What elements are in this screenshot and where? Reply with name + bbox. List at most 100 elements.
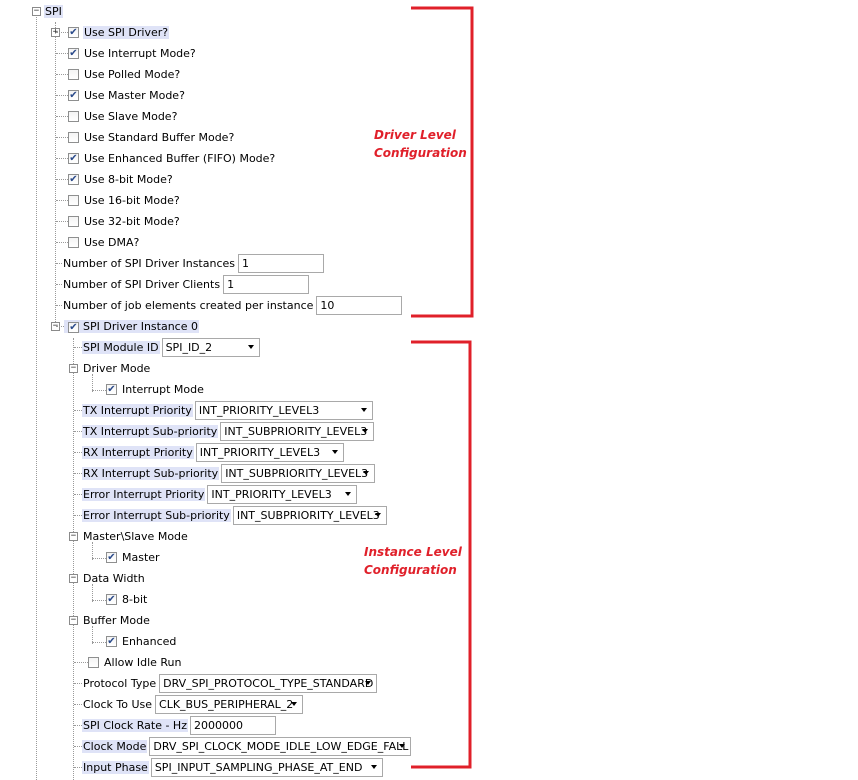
option-label: Enhanced bbox=[122, 635, 177, 648]
checkbox[interactable] bbox=[88, 657, 99, 668]
collapse-icon[interactable]: − bbox=[69, 531, 78, 541]
tree-guide bbox=[55, 22, 56, 322]
field-error-subpriority: Error Interrupt Sub-priority INT_SUBPRIO… bbox=[82, 505, 387, 526]
field-num-driver-instances: Number of SPI Driver Instances 1 bbox=[62, 253, 325, 274]
option-use-master-mode[interactable]: ✔ Use Master Mode? bbox=[68, 85, 186, 106]
node-label: Buffer Mode bbox=[83, 614, 150, 627]
field-label: Number of SPI Driver Instances bbox=[63, 257, 236, 270]
option-master[interactable]: ✔ Master bbox=[106, 547, 161, 568]
option-label: 8-bit bbox=[122, 593, 148, 606]
error-subpriority-select[interactable]: INT_SUBPRIORITY_LEVEL3 bbox=[232, 506, 387, 525]
option-label: Use Polled Mode? bbox=[84, 68, 181, 81]
option-use-interrupt-mode[interactable]: ✔ Use Interrupt Mode? bbox=[68, 43, 197, 64]
checkbox[interactable] bbox=[68, 195, 79, 206]
field-clock-mode: Clock Mode DRV_SPI_CLOCK_MODE_IDLE_LOW_E… bbox=[82, 736, 412, 757]
option-use-16bit[interactable]: Use 16-bit Mode? bbox=[68, 190, 181, 211]
option-use-polled-mode[interactable]: Use Polled Mode? bbox=[68, 64, 181, 85]
error-priority-select[interactable]: INT_PRIORITY_LEVEL3 bbox=[207, 485, 358, 504]
tree-node-instance-0[interactable]: ✔SPI Driver Instance 0 bbox=[64, 316, 199, 337]
num-job-elements-input[interactable]: 10 bbox=[316, 296, 403, 315]
option-label: Use Enhanced Buffer (FIFO) Mode? bbox=[84, 152, 276, 165]
checkbox[interactable] bbox=[68, 132, 79, 143]
checkbox[interactable] bbox=[68, 237, 79, 248]
num-instances-input[interactable]: 1 bbox=[238, 254, 325, 273]
option-label: Use DMA? bbox=[84, 236, 140, 249]
option-8bit[interactable]: ✔ 8-bit bbox=[106, 589, 148, 610]
option-label: Use 32-bit Mode? bbox=[84, 215, 180, 228]
field-num-driver-clients: Number of SPI Driver Clients 1 bbox=[62, 274, 310, 295]
collapse-icon[interactable]: − bbox=[69, 363, 78, 373]
field-label: Input Phase bbox=[82, 761, 149, 774]
tree-node-spi[interactable]: SPI bbox=[44, 1, 63, 22]
option-allow-idle-run[interactable]: Allow Idle Run bbox=[88, 652, 183, 673]
option-use-32bit[interactable]: Use 32-bit Mode? bbox=[68, 211, 181, 232]
chevron-down-icon bbox=[365, 681, 372, 685]
option-use-8bit[interactable]: ✔ Use 8-bit Mode? bbox=[68, 169, 174, 190]
checkbox[interactable]: ✔ bbox=[68, 26, 79, 38]
spi-module-id-select[interactable]: SPI_ID_2 bbox=[161, 338, 260, 357]
checkbox[interactable] bbox=[68, 216, 79, 227]
option-label: Interrupt Mode bbox=[122, 383, 204, 396]
option-use-slave-mode[interactable]: Use Slave Mode? bbox=[68, 106, 178, 127]
field-num-job-elements: Number of job elements created per insta… bbox=[62, 295, 403, 316]
checkbox[interactable]: ✔ bbox=[106, 551, 117, 563]
rx-subpriority-select[interactable]: INT_SUBPRIORITY_LEVEL3 bbox=[221, 464, 376, 483]
field-input-phase: Input Phase SPI_INPUT_SAMPLING_PHASE_AT_… bbox=[82, 757, 383, 778]
protocol-type-select[interactable]: DRV_SPI_PROTOCOL_TYPE_STANDARD bbox=[159, 674, 378, 693]
clock-rate-input[interactable]: 2000000 bbox=[189, 716, 276, 735]
chevron-down-icon bbox=[291, 702, 298, 706]
checkbox[interactable] bbox=[68, 69, 79, 80]
field-label: Error Interrupt Sub-priority bbox=[82, 509, 231, 522]
tree-node-data-width[interactable]: Data Width bbox=[82, 568, 146, 589]
field-tx-subpriority: TX Interrupt Sub-priority INT_SUBPRIORIT… bbox=[82, 421, 375, 442]
chevron-down-icon bbox=[331, 450, 338, 454]
field-spi-clock-rate: SPI Clock Rate - Hz 2000000 bbox=[82, 715, 276, 736]
option-use-spi-driver[interactable]: ✔ Use SPI Driver? bbox=[68, 22, 170, 43]
option-enhanced[interactable]: ✔ Enhanced bbox=[106, 631, 177, 652]
collapse-icon[interactable]: − bbox=[69, 573, 78, 583]
clock-mode-select[interactable]: DRV_SPI_CLOCK_MODE_IDLE_LOW_EDGE_FALL bbox=[149, 737, 412, 756]
rx-priority-select[interactable]: INT_PRIORITY_LEVEL3 bbox=[195, 443, 344, 462]
field-label: Clock To Use bbox=[83, 698, 153, 711]
node-label: Master\Slave Mode bbox=[83, 530, 188, 543]
checkbox[interactable]: ✔ bbox=[68, 321, 79, 334]
tx-subpriority-select[interactable]: INT_SUBPRIORITY_LEVEL3 bbox=[220, 422, 375, 441]
num-clients-input[interactable]: 1 bbox=[223, 275, 310, 294]
option-label: Allow Idle Run bbox=[104, 656, 182, 669]
clock-to-use-select[interactable]: CLK_BUS_PERIPHERAL_2 bbox=[155, 695, 304, 714]
collapse-icon[interactable]: − bbox=[32, 6, 41, 16]
checkbox[interactable]: ✔ bbox=[68, 152, 79, 164]
field-label: Number of job elements created per insta… bbox=[63, 299, 314, 312]
tree-node-buffer-mode[interactable]: Buffer Mode bbox=[82, 610, 151, 631]
checkbox[interactable]: ✔ bbox=[68, 173, 79, 185]
option-use-dma[interactable]: Use DMA? bbox=[68, 232, 140, 253]
checkbox[interactable]: ✔ bbox=[106, 383, 117, 395]
tree-node-master-slave-mode[interactable]: Master\Slave Mode bbox=[82, 526, 189, 547]
checkbox[interactable]: ✔ bbox=[106, 635, 117, 647]
checkbox[interactable]: ✔ bbox=[68, 89, 79, 101]
option-interrupt-mode[interactable]: ✔ Interrupt Mode bbox=[106, 379, 205, 400]
chevron-down-icon bbox=[399, 744, 406, 748]
tree-guide bbox=[92, 584, 93, 602]
collapse-icon[interactable]: − bbox=[69, 615, 78, 625]
tree-node-driver-mode[interactable]: Driver Mode bbox=[82, 358, 151, 379]
option-label: Use 8-bit Mode? bbox=[84, 173, 173, 186]
field-label: Clock Mode bbox=[82, 740, 148, 753]
checkbox[interactable] bbox=[68, 111, 79, 122]
field-label: SPI Clock Rate - Hz bbox=[82, 719, 188, 732]
driver-level-bracket bbox=[411, 6, 474, 318]
checkbox[interactable]: ✔ bbox=[68, 47, 79, 59]
chevron-down-icon bbox=[362, 429, 369, 433]
field-label: RX Interrupt Sub-priority bbox=[82, 467, 220, 480]
chevron-down-icon bbox=[247, 345, 254, 349]
field-tx-priority: TX Interrupt Priority INT_PRIORITY_LEVEL… bbox=[82, 400, 373, 421]
option-use-enhanced-buffer[interactable]: ✔ Use Enhanced Buffer (FIFO) Mode? bbox=[68, 148, 276, 169]
tree-guide bbox=[92, 542, 93, 560]
option-label: Use Slave Mode? bbox=[84, 110, 178, 123]
option-label: Use Master Mode? bbox=[84, 89, 185, 102]
input-phase-select[interactable]: SPI_INPUT_SAMPLING_PHASE_AT_END bbox=[150, 758, 383, 777]
checkbox[interactable]: ✔ bbox=[106, 593, 117, 605]
tx-priority-select[interactable]: INT_PRIORITY_LEVEL3 bbox=[194, 401, 373, 420]
field-label: TX Interrupt Priority bbox=[82, 404, 193, 417]
option-use-standard-buffer[interactable]: Use Standard Buffer Mode? bbox=[68, 127, 235, 148]
